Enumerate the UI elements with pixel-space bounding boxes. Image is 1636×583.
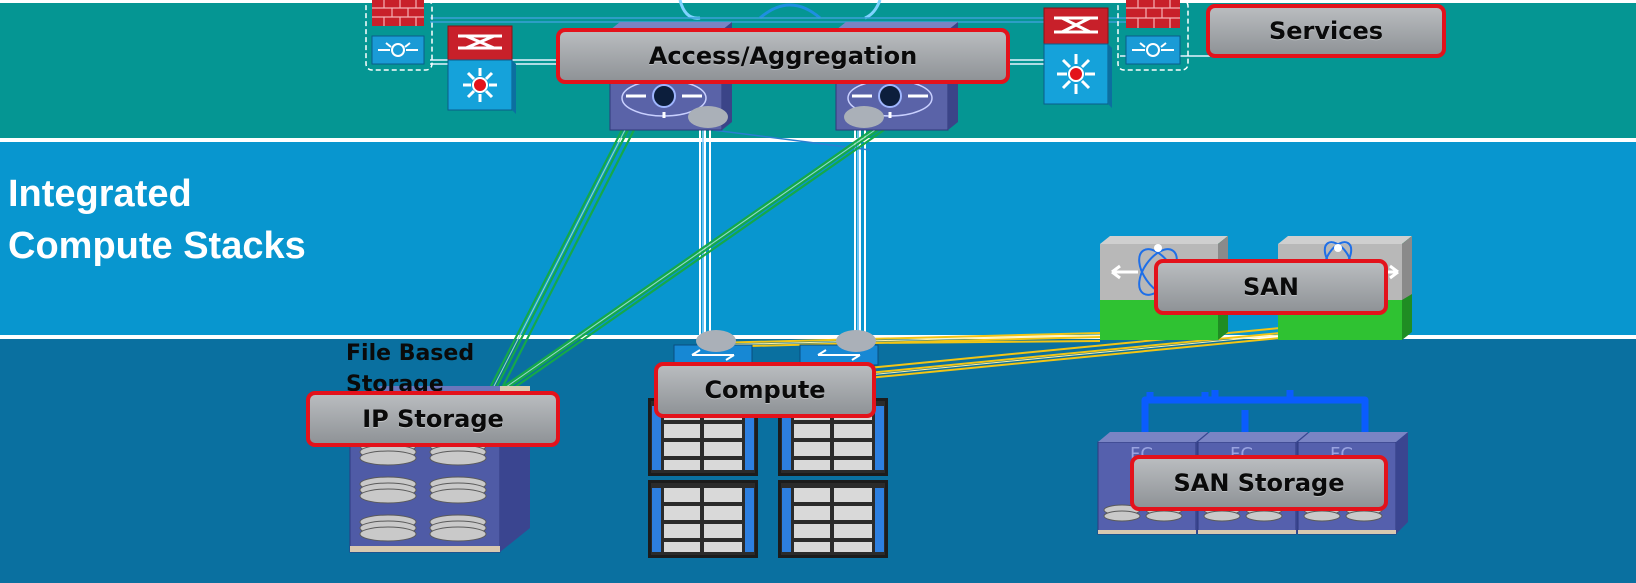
service-switch-icon — [1043, 7, 1112, 108]
uplink-arc — [678, 0, 701, 20]
san-label: SAN — [1154, 259, 1388, 315]
ip-storage-links — [487, 129, 885, 393]
firewall-group-left — [364, 0, 434, 72]
compute-uplinks-blue — [702, 120, 871, 345]
fabric-extenders — [672, 327, 892, 367]
firewall-icon — [1126, 0, 1180, 28]
compute-stacks-title: Integrated Compute Stacks — [8, 168, 306, 272]
service-switch-icon — [447, 25, 516, 114]
blade-chassis-icon — [648, 480, 758, 558]
load-balancer-icon — [1125, 35, 1181, 65]
compute-label: Compute — [654, 362, 876, 418]
zone-divider-top — [0, 138, 1636, 142]
file-based-storage-line: File Based — [346, 341, 475, 366]
firewall-group-right — [1116, 0, 1190, 72]
blade-chassis-group — [646, 396, 890, 560]
zone-divider-edge — [0, 0, 1636, 3]
service-switch-left — [446, 24, 518, 114]
service-switch-right — [1042, 6, 1114, 108]
san-links-light — [711, 334, 1281, 376]
load-balancer-icon — [371, 35, 425, 65]
fc-links — [1141, 390, 1369, 435]
uplink-arc — [759, 3, 821, 20]
access-aggregation-label: Access/Aggregation — [556, 28, 1010, 84]
compute-stacks-title-line: Compute Stacks — [8, 225, 306, 267]
services-label: Services — [1206, 4, 1446, 58]
ip-storage-links-light — [490, 129, 876, 393]
zone-divider-bottom — [0, 335, 1636, 339]
firewall-icon — [372, 0, 424, 26]
blade-chassis-icon — [778, 480, 888, 558]
compute-uplinks — [699, 120, 866, 345]
uplink-arc — [864, 0, 882, 20]
fabric-switch-icon — [799, 330, 879, 366]
san-storage-label: SAN Storage — [1130, 455, 1388, 511]
ip-storage-label: IP Storage — [306, 391, 560, 447]
fabric-switch-icon — [673, 330, 753, 366]
compute-stacks-title-line: Integrated — [8, 173, 192, 215]
